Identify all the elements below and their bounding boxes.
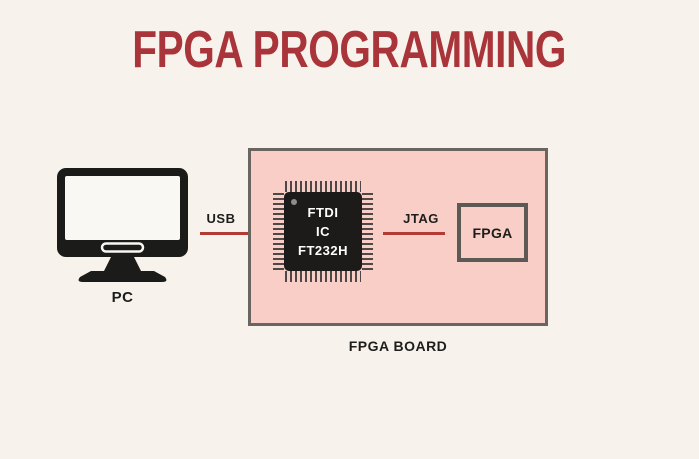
chip-pins-bottom	[285, 271, 361, 282]
fpga-box-label: FPGA	[472, 224, 513, 241]
fpga-chip-box: FPGA	[457, 203, 528, 262]
chip-body: FTDI IC FT232H	[284, 192, 362, 271]
ftdi-chip: FTDI IC FT232H	[273, 181, 373, 282]
pc-label: PC	[111, 289, 134, 306]
chip-pins-top	[285, 181, 361, 192]
chip-pins-left	[273, 193, 284, 270]
chip-label-line2: IC	[316, 224, 330, 239]
usb-label: USB	[206, 211, 236, 226]
usb-connection-line	[200, 232, 268, 235]
chip-pins-right	[362, 193, 373, 270]
chip-pin1-dot	[291, 199, 297, 205]
jtag-connection-line	[383, 232, 445, 235]
monitor-button	[100, 242, 145, 253]
chip-label-line3: FT232H	[298, 243, 348, 258]
page-title: FPGA PROGRAMMING	[0, 24, 699, 76]
page-title-text: FPGA PROGRAMMING	[132, 21, 567, 79]
monitor-screen	[65, 176, 180, 240]
fpga-board-label: FPGA BOARD	[348, 338, 448, 354]
monitor-base	[78, 271, 167, 282]
chip-label-line1: FTDI	[307, 205, 339, 220]
pc-monitor-icon	[57, 168, 188, 282]
jtag-label: JTAG	[403, 211, 439, 226]
monitor-stand	[104, 257, 141, 271]
